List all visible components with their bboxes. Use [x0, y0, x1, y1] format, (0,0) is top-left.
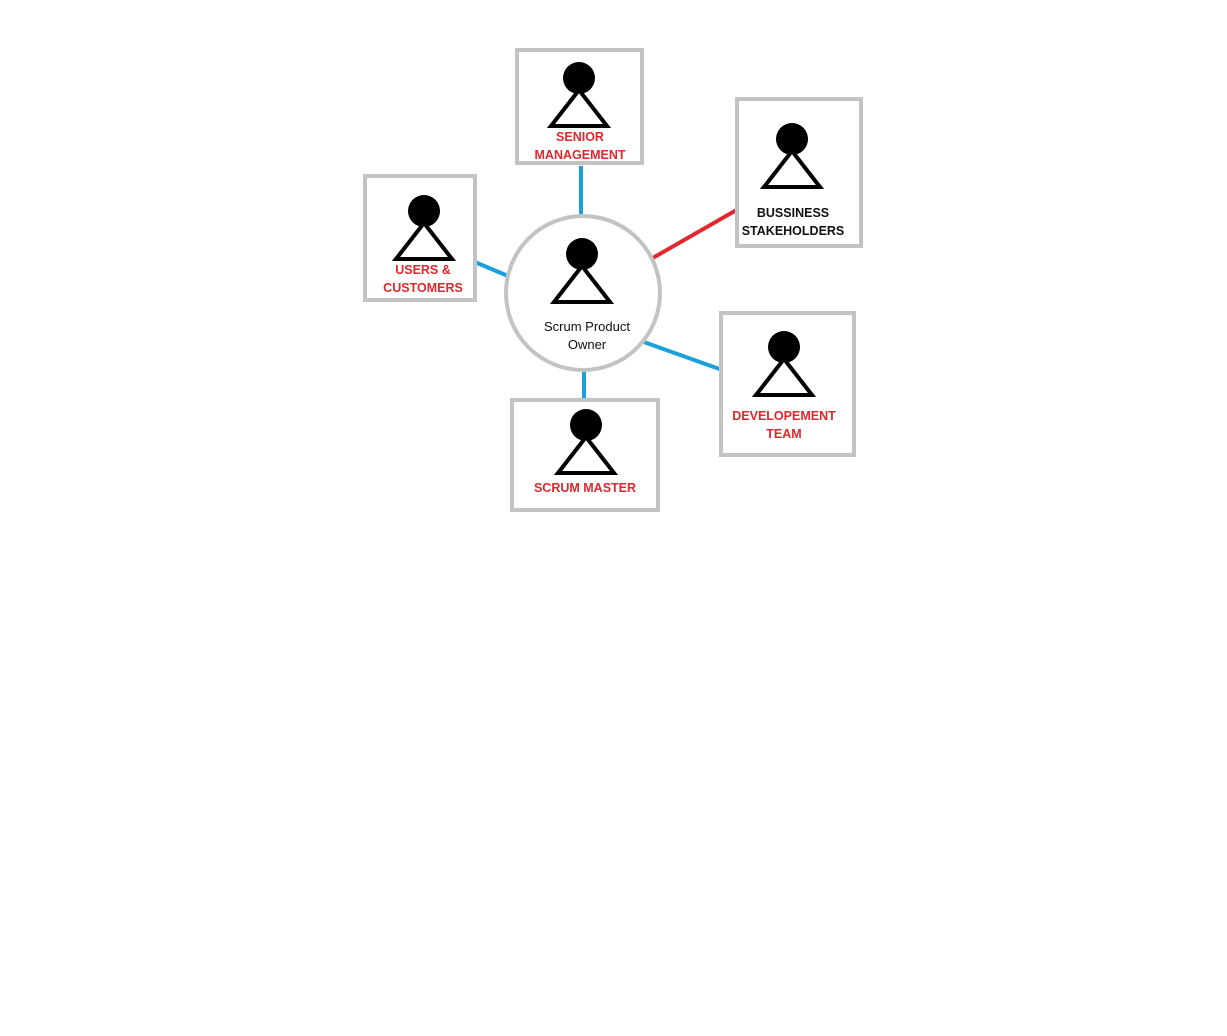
node-senior-management: SENIOR MANAGEMENT [515, 48, 644, 165]
node-label-line2: STAKEHOLDERS [742, 224, 845, 238]
node-label-line1: BUSSINESS [757, 206, 829, 220]
node-label-line2: MANAGEMENT [535, 148, 626, 162]
node-label-line2: CUSTOMERS [383, 281, 463, 295]
node-label-line1: DEVELOPEMENT [732, 409, 836, 423]
center-label-line1: Scrum Product [544, 319, 630, 334]
node-label-line1: SCRUM MASTER [534, 481, 636, 495]
node-label-line1: SENIOR [556, 130, 604, 144]
node-development-team: DEVELOPEMENT TEAM [719, 311, 856, 457]
node-box [719, 311, 856, 457]
node-users-customers: USERS & CUSTOMERS [363, 174, 477, 302]
center-label-line2: Owner [568, 337, 607, 352]
center-node-product-owner: Scrum Product Owner [504, 214, 662, 372]
node-scrum-master: SCRUM MASTER [510, 398, 660, 512]
node-label-line2: TEAM [766, 427, 801, 441]
node-label-line1: USERS & [395, 263, 451, 277]
node-business-stakeholders: BUSSINESS STAKEHOLDERS [735, 97, 863, 248]
